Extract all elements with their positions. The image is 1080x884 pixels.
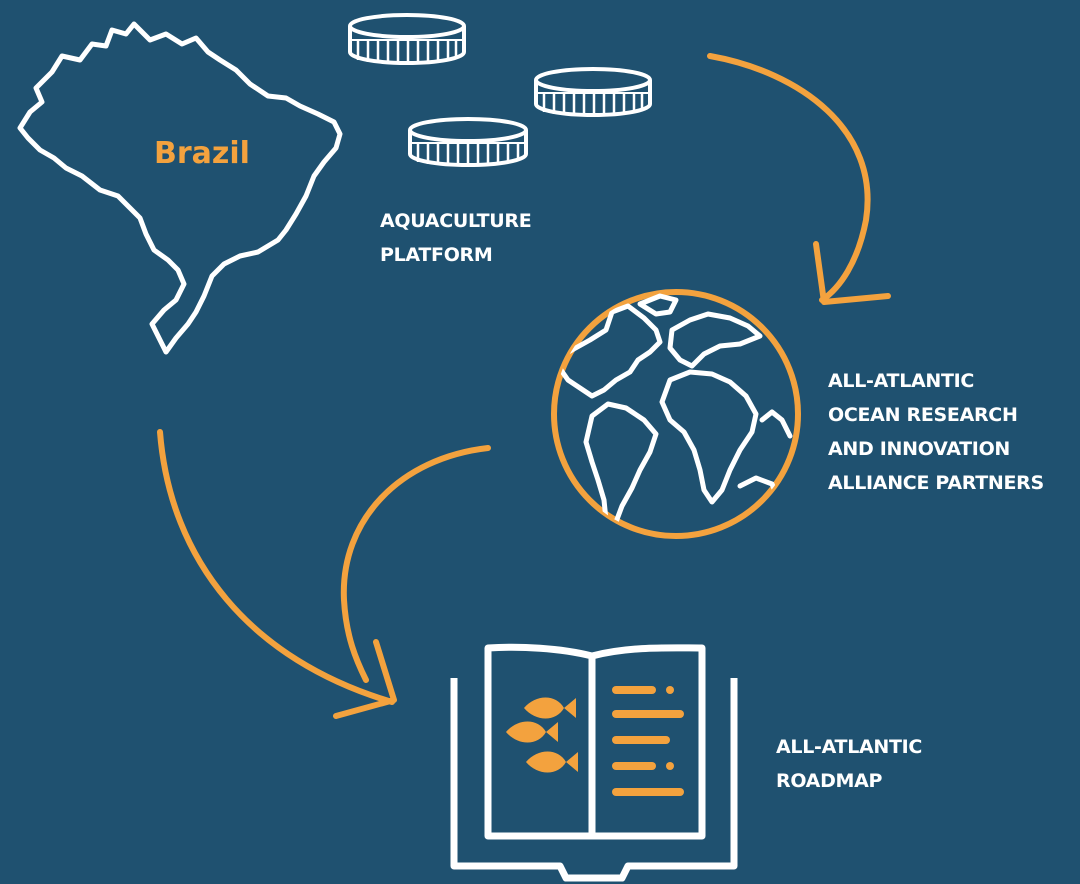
roadmap-label-line: ALL-ATLANTIC [776, 736, 923, 758]
aquaculture-label-line: AQUACULTURE [380, 210, 532, 232]
fish-icon [526, 751, 578, 773]
coin-stack-icon [348, 13, 652, 167]
alliance-label-line: ALL-ATLANTIC [828, 370, 975, 392]
arrow-coins-to-globe [707, 53, 871, 303]
roadmap-label: ALL-ATLANTIC ROADMAP [776, 730, 922, 798]
fish-icon [506, 721, 558, 743]
alliance-label-line: OCEAN RESEARCH [828, 404, 1018, 426]
fish-icon [524, 697, 576, 719]
coin-2 [534, 67, 652, 117]
brazil-map-icon [17, 21, 343, 355]
arrows [157, 53, 891, 719]
brazil-label: Brazil [154, 136, 250, 171]
aquaculture-platform-label: AQUACULTURE PLATFORM [380, 204, 532, 272]
arrow-coins-to-globe-head [813, 241, 891, 305]
globe-icon [551, 289, 801, 539]
alliance-label-line: AND INNOVATION [828, 438, 1011, 460]
alliance-label-line: ALLIANCE PARTNERS [828, 472, 1044, 494]
roadmap-label-line: ROADMAP [776, 770, 883, 792]
fish-icon-group [506, 697, 578, 773]
aquaculture-label-line: PLATFORM [380, 244, 493, 266]
arrow-brazil-to-roadmap [157, 429, 395, 705]
arrow-globe-to-roadmap [340, 445, 491, 683]
text-lines-icon [612, 686, 684, 796]
open-book-icon [450, 643, 738, 882]
coin-3 [408, 117, 528, 167]
arrow-brazil-to-roadmap-head [333, 639, 397, 719]
alliance-partners-label: ALL-ATLANTIC OCEAN RESEARCH AND INNOVATI… [828, 364, 1044, 500]
coin-1 [348, 13, 466, 65]
